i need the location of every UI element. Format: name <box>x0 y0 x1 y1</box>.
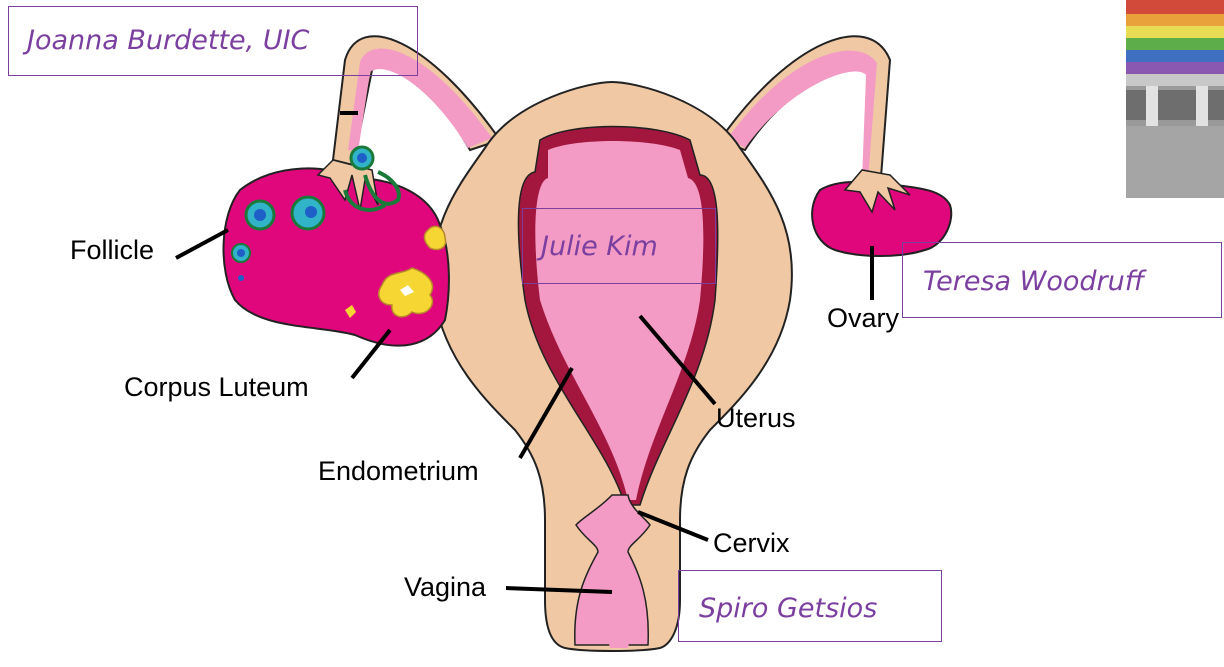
label-cervix: Cervix <box>713 530 790 557</box>
credit-box-woodruff: Teresa Woodruff <box>902 242 1222 318</box>
credit-box-getsios: Spiro Getsios <box>678 570 942 642</box>
label-endometrium: Endometrium <box>318 458 479 485</box>
ribbon-cable-photo <box>1126 0 1224 198</box>
left-ovary <box>224 168 449 345</box>
credit-box-kim: Julie Kim <box>522 208 716 284</box>
label-corpus-luteum: Corpus Luteum <box>124 374 309 401</box>
credit-woodruff: Teresa Woodruff <box>923 268 1144 295</box>
label-ovary: Ovary <box>827 305 899 332</box>
credit-burdette: Joanna Burdette, UIC <box>27 27 309 54</box>
label-uterus: Uterus <box>716 405 796 432</box>
credit-getsios: Spiro Getsios <box>699 595 877 622</box>
credit-kim: Julie Kim <box>541 233 658 260</box>
credit-box-burdette: Joanna Burdette, UIC <box>8 6 418 76</box>
corpus-albicans <box>424 226 445 249</box>
label-vagina: Vagina <box>404 574 486 601</box>
vaginal-canal <box>606 560 630 648</box>
label-follicle: Follicle <box>70 237 154 264</box>
